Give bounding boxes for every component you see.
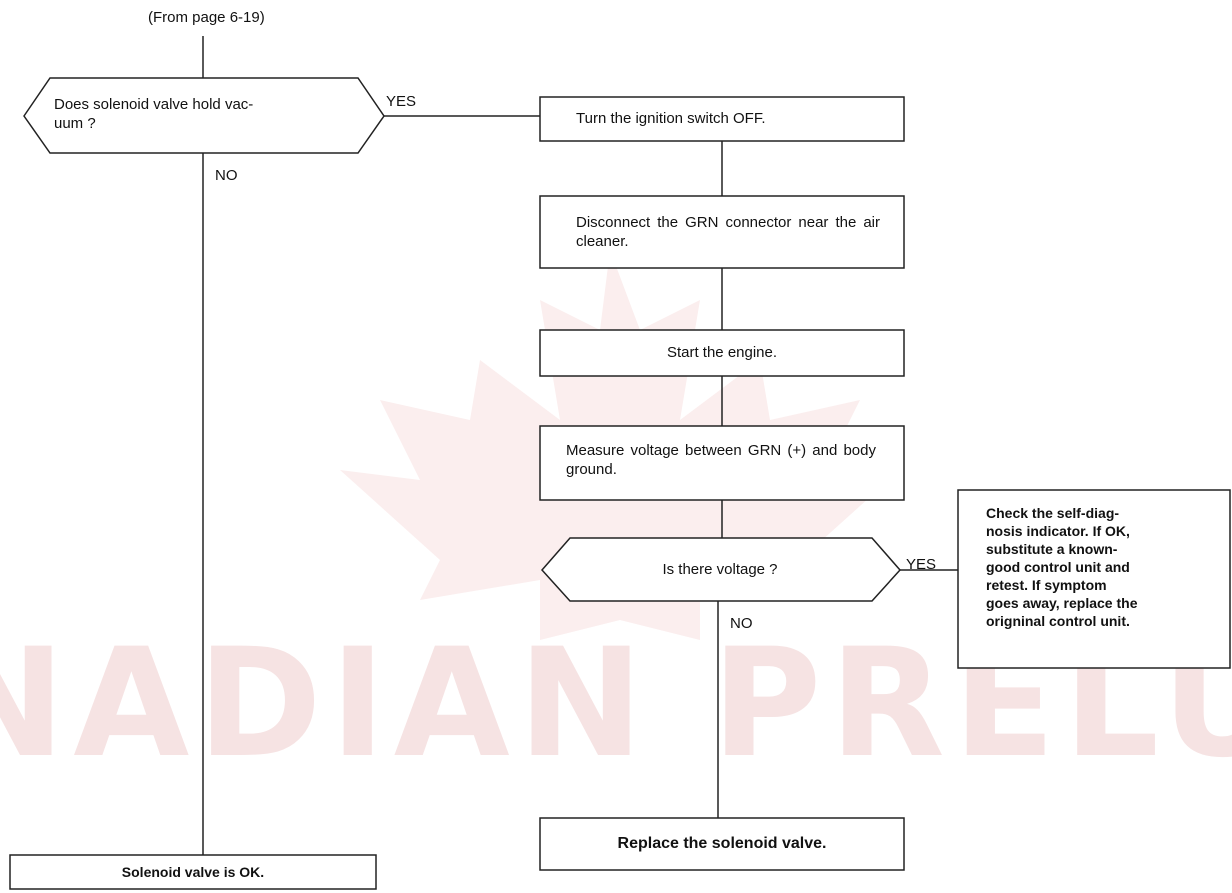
- yes-label-2: YES: [906, 556, 937, 573]
- step-disconnect-box: [539, 195, 905, 269]
- no-label-1: NO: [215, 167, 238, 184]
- step-replace-box: [539, 817, 905, 871]
- reference-label: (From page 6-19): [148, 9, 265, 26]
- note-box: [957, 489, 1231, 669]
- step-ignition-text: Turn the ignition switch OFF.: [576, 110, 766, 127]
- result-ok-box: [9, 854, 377, 890]
- step-disconnect-text: Disconnect the GRN connector near the ai…: [576, 214, 880, 250]
- no-label-2: NO: [730, 615, 753, 632]
- step-start-text: Start the engine.: [666, 344, 778, 361]
- step-measure-box: [539, 425, 905, 501]
- step-replace-text: Replace the solenoid valve.: [617, 835, 827, 852]
- result-ok-text: Solenoid valve is OK.: [121, 864, 265, 880]
- decision-solenoid-text: Does solenoid valve hold vac- uum ?: [54, 96, 254, 132]
- decision-voltage-text: Is there voltage ?: [662, 561, 778, 578]
- yes-label-1: YES: [386, 93, 417, 110]
- step-measure-text: Measure voltage between GRN (+) and body…: [566, 442, 876, 478]
- note-check-text: Check the self-diag- nosis indicator. If…: [986, 505, 1138, 629]
